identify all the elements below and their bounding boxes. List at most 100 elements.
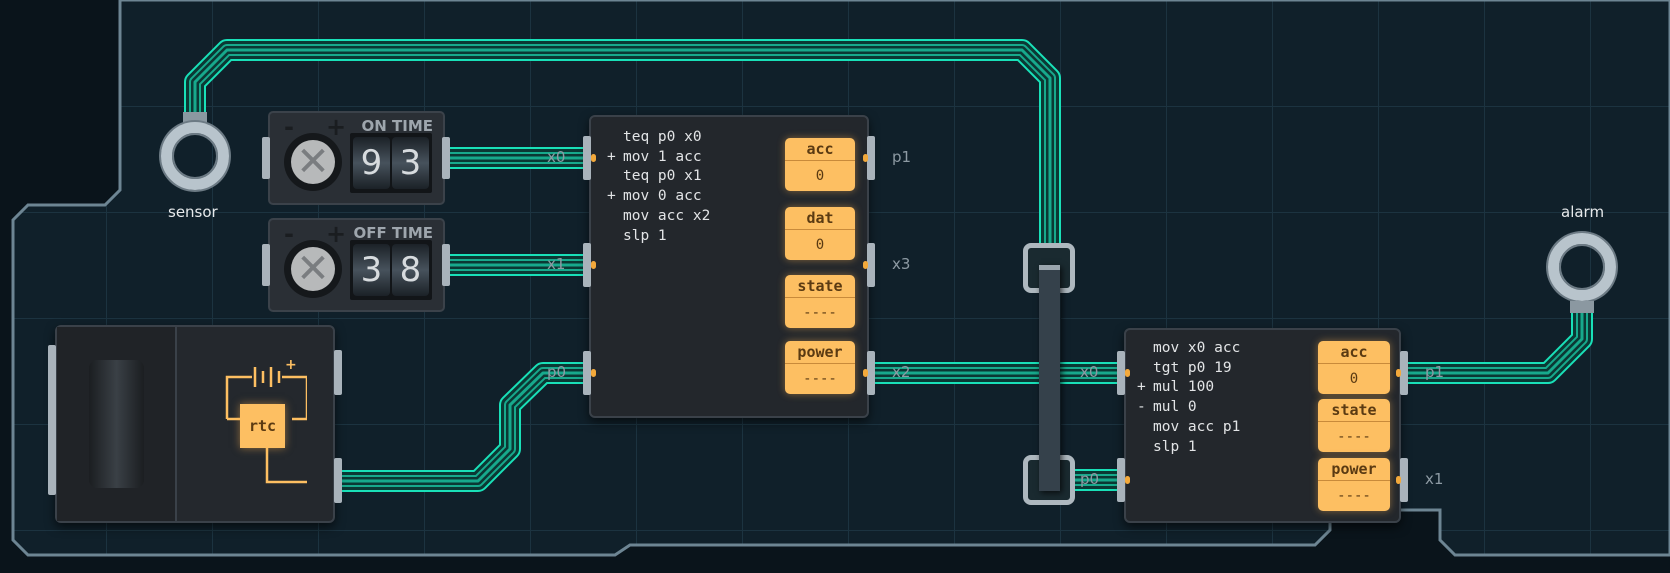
register-power: power ----: [1318, 458, 1390, 511]
register-state: state----: [1318, 399, 1390, 452]
register-name: acc: [785, 138, 855, 161]
port-label: p0: [1080, 470, 1100, 488]
pin-indicator: [1396, 476, 1401, 484]
code-line-prefix: +: [607, 188, 616, 205]
pin[interactable]: [442, 137, 450, 179]
register-name: dat: [785, 207, 855, 230]
code-line[interactable]: teq p0 x1: [623, 168, 702, 185]
port-label: x0: [547, 148, 566, 166]
rtc-circuit-icon: [225, 367, 307, 484]
code-line-prefix: -: [1137, 399, 1146, 416]
increment-button[interactable]: +: [326, 113, 347, 141]
mcu-2[interactable]: mov x0 acc tgt p0 19 + mul 100-mul 0 mov a…: [1124, 328, 1401, 523]
battery-icon: [89, 360, 144, 488]
sensor[interactable]: [161, 112, 229, 192]
dial-label: ON TIME: [361, 117, 433, 135]
knob[interactable]: ✕: [284, 240, 342, 298]
code-line[interactable]: teq p0 x0: [623, 129, 702, 145]
register-name: acc: [1318, 341, 1390, 364]
register-acc: acc 0: [785, 138, 855, 191]
code-line[interactable]: mov acc p1: [1153, 418, 1241, 435]
knob[interactable]: ✕: [284, 133, 342, 191]
port-label: x2: [892, 363, 911, 381]
pin[interactable]: [442, 244, 450, 286]
cross-icon: ✕: [291, 247, 335, 291]
pin[interactable]: [262, 244, 270, 286]
sensor-label: sensor: [168, 203, 218, 221]
code-line[interactable]: mul 0: [1153, 399, 1197, 416]
register-name: power: [785, 341, 855, 364]
register-value: ----: [803, 305, 837, 321]
pin[interactable]: [48, 345, 56, 495]
port-label: p1: [892, 148, 912, 166]
pin[interactable]: [583, 243, 591, 287]
dial-label: OFF TIME: [353, 224, 433, 242]
battery-holder: [57, 327, 177, 521]
code-line-prefix: [607, 207, 616, 227]
code-line-prefix: +: [607, 148, 616, 165]
pin[interactable]: [1117, 458, 1125, 502]
wire[interactable]: [193, 48, 1052, 245]
code-line[interactable]: tgt p0 19: [1153, 359, 1232, 376]
code-line-prefix: [1137, 339, 1146, 359]
code-line-prefix: [607, 128, 616, 148]
code-line[interactable]: mov x0 acc: [1153, 340, 1241, 356]
digit: 8: [392, 244, 429, 296]
digit: 3: [392, 137, 429, 189]
alarm[interactable]: [1548, 233, 1616, 315]
pin[interactable]: [867, 351, 875, 395]
pin[interactable]: [334, 458, 342, 503]
alarm-connector: [1570, 301, 1594, 313]
port-label: x1: [547, 255, 566, 273]
mcu-1[interactable]: teq p0 x0+mov 1 acc teq p0 x1+mov 0 acc …: [589, 115, 869, 418]
port-label: x0: [1080, 363, 1099, 381]
pin[interactable]: [262, 137, 270, 179]
decrement-button[interactable]: -: [284, 113, 294, 141]
wire[interactable]: [1400, 313, 1584, 375]
pin[interactable]: [583, 136, 591, 180]
code-line[interactable]: slp 1: [623, 227, 667, 244]
digit-display: 9 3: [350, 133, 432, 193]
code-line[interactable]: mov 0 acc: [623, 188, 702, 205]
decrement-button[interactable]: -: [284, 220, 294, 248]
bridge-bar: [1039, 265, 1060, 491]
pin-indicator: [591, 261, 596, 269]
register-name: power: [1318, 458, 1390, 481]
code-line[interactable]: slp 1: [1153, 438, 1197, 455]
port-label: x1: [1425, 470, 1444, 488]
code-line[interactable]: mov 1 acc: [623, 148, 702, 165]
sensor-connector: [183, 112, 207, 124]
code-line[interactable]: mul 100: [1153, 379, 1215, 396]
code-line[interactable]: mov acc x2: [623, 207, 711, 224]
register-value: ----: [803, 371, 837, 387]
increment-button[interactable]: +: [326, 220, 347, 248]
code-line-prefix: [1137, 438, 1146, 458]
port-label: x3: [892, 255, 911, 273]
pin-indicator: [591, 369, 596, 377]
code-line-prefix: [1137, 418, 1146, 438]
port-label: p1: [1425, 363, 1445, 381]
cross-icon: ✕: [291, 140, 335, 184]
pin[interactable]: [1117, 351, 1125, 395]
pin[interactable]: [867, 243, 875, 287]
pin[interactable]: [1400, 351, 1408, 395]
alarm-ring-icon: [1548, 233, 1616, 301]
register-value: ----: [1337, 488, 1371, 504]
code-line-prefix: +: [1137, 379, 1146, 396]
register-state: state ----: [785, 275, 855, 328]
pin[interactable]: [334, 350, 342, 395]
register-value: 0: [815, 168, 825, 184]
digit: 3: [353, 244, 390, 296]
pin[interactable]: [583, 351, 591, 395]
digit-display: 3 8: [350, 240, 432, 300]
register-name: state: [785, 275, 855, 298]
rtc-module: + rtc: [55, 325, 335, 523]
pin[interactable]: [1400, 458, 1408, 502]
wire[interactable]: [335, 371, 589, 483]
pin-indicator: [863, 369, 868, 377]
pin[interactable]: [867, 136, 875, 180]
register-name: state: [1318, 399, 1390, 422]
code-line-prefix: [1137, 359, 1146, 379]
